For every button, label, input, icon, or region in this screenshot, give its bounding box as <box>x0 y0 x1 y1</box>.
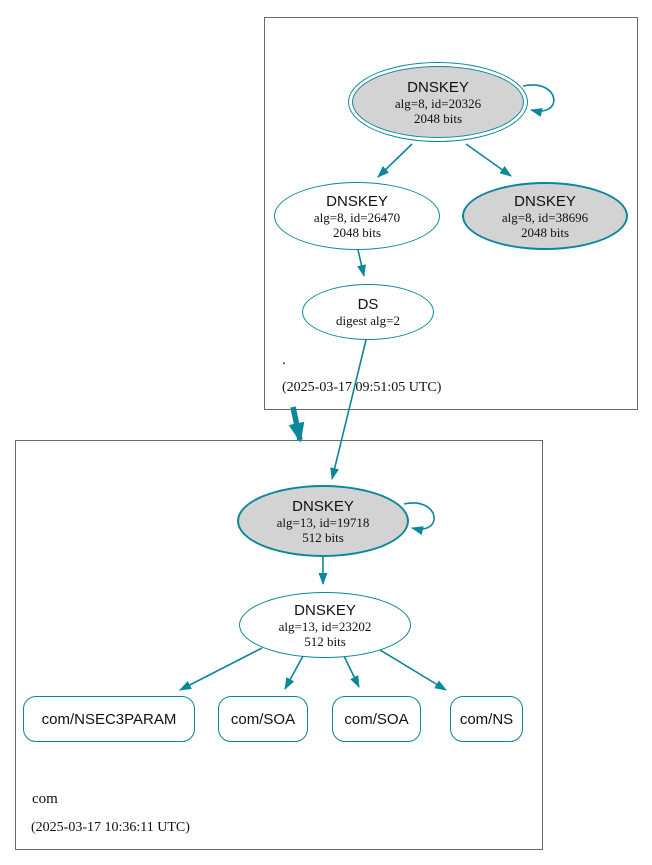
edge-com-zsk-to-ns <box>379 649 447 691</box>
rrset-label: com/NS <box>459 710 514 728</box>
root-ksk-trust-anchor-node[interactable]: DNSKEY alg=8, id=20326 2048 bits <box>348 62 528 142</box>
root-zone-box <box>264 17 638 410</box>
root-zone-timestamp: (2025-03-17 09:51:05 UTC) <box>282 380 442 395</box>
node-title: DNSKEY <box>294 601 356 619</box>
node-bits: 512 bits <box>302 529 344 545</box>
edge-root-ksk-to-standby <box>465 143 512 177</box>
node-title: DNSKEY <box>326 192 388 210</box>
edge-com-zsk-to-soa1 <box>284 655 304 690</box>
rrset-com-soa-1[interactable]: com/SOA <box>218 696 308 742</box>
edge-ds-to-com-ksk <box>330 339 367 480</box>
edge-root-delegation-to-com <box>288 406 305 443</box>
node-detail: digest alg=2 <box>335 313 401 328</box>
root-ksk-inner-ellipse: DNSKEY alg=8, id=20326 2048 bits <box>352 66 524 138</box>
edge-com-zsk-to-soa2 <box>343 655 360 688</box>
com-zone-timestamp: (2025-03-17 10:36:11 UTC) <box>31 820 190 835</box>
root-ds-node[interactable]: DS digest alg=2 <box>302 284 434 340</box>
node-detail: alg=8, id=20326 <box>394 95 482 111</box>
edge-root-ksk-selfsign <box>522 84 555 117</box>
rrset-com-nsec3param[interactable]: com/NSEC3PARAM <box>23 696 195 742</box>
node-bits: 2048 bits <box>520 224 570 240</box>
node-detail: alg=13, id=23202 <box>278 618 372 634</box>
com-zsk-node[interactable]: DNSKEY alg=13, id=23202 512 bits <box>239 592 411 658</box>
rrset-label: com/NSEC3PARAM <box>41 710 177 728</box>
rrset-com-ns[interactable]: com/NS <box>450 696 523 742</box>
edge-root-zsk-to-ds <box>357 249 366 277</box>
rrset-label: com/SOA <box>344 710 409 728</box>
node-bits: 2048 bits <box>332 224 382 240</box>
root-zone-label: . <box>282 352 286 368</box>
root-standby-key-node[interactable]: DNSKEY alg=8, id=38696 2048 bits <box>462 182 628 250</box>
root-zsk-node[interactable]: DNSKEY alg=8, id=26470 2048 bits <box>274 182 440 250</box>
node-detail: alg=13, id=19718 <box>276 514 370 530</box>
edge-com-ksk-selfsign <box>403 502 435 535</box>
node-title: DNSKEY <box>407 78 469 96</box>
edge-com-zsk-to-nsec3param <box>179 647 263 691</box>
com-zone-box <box>15 440 543 850</box>
node-title: DNSKEY <box>292 497 354 515</box>
com-ksk-node[interactable]: DNSKEY alg=13, id=19718 512 bits <box>237 485 409 557</box>
node-bits: 512 bits <box>304 633 346 649</box>
rrset-label: com/SOA <box>230 710 296 728</box>
node-detail: alg=8, id=38696 <box>501 209 589 225</box>
node-title: DNSKEY <box>514 192 576 210</box>
rrset-com-soa-2[interactable]: com/SOA <box>332 696 421 742</box>
edge-root-ksk-to-zsk <box>377 143 413 178</box>
node-bits: 2048 bits <box>413 110 463 126</box>
node-detail: alg=8, id=26470 <box>313 209 401 225</box>
com-zone-label: com <box>32 791 58 807</box>
node-title: DS <box>357 296 379 313</box>
